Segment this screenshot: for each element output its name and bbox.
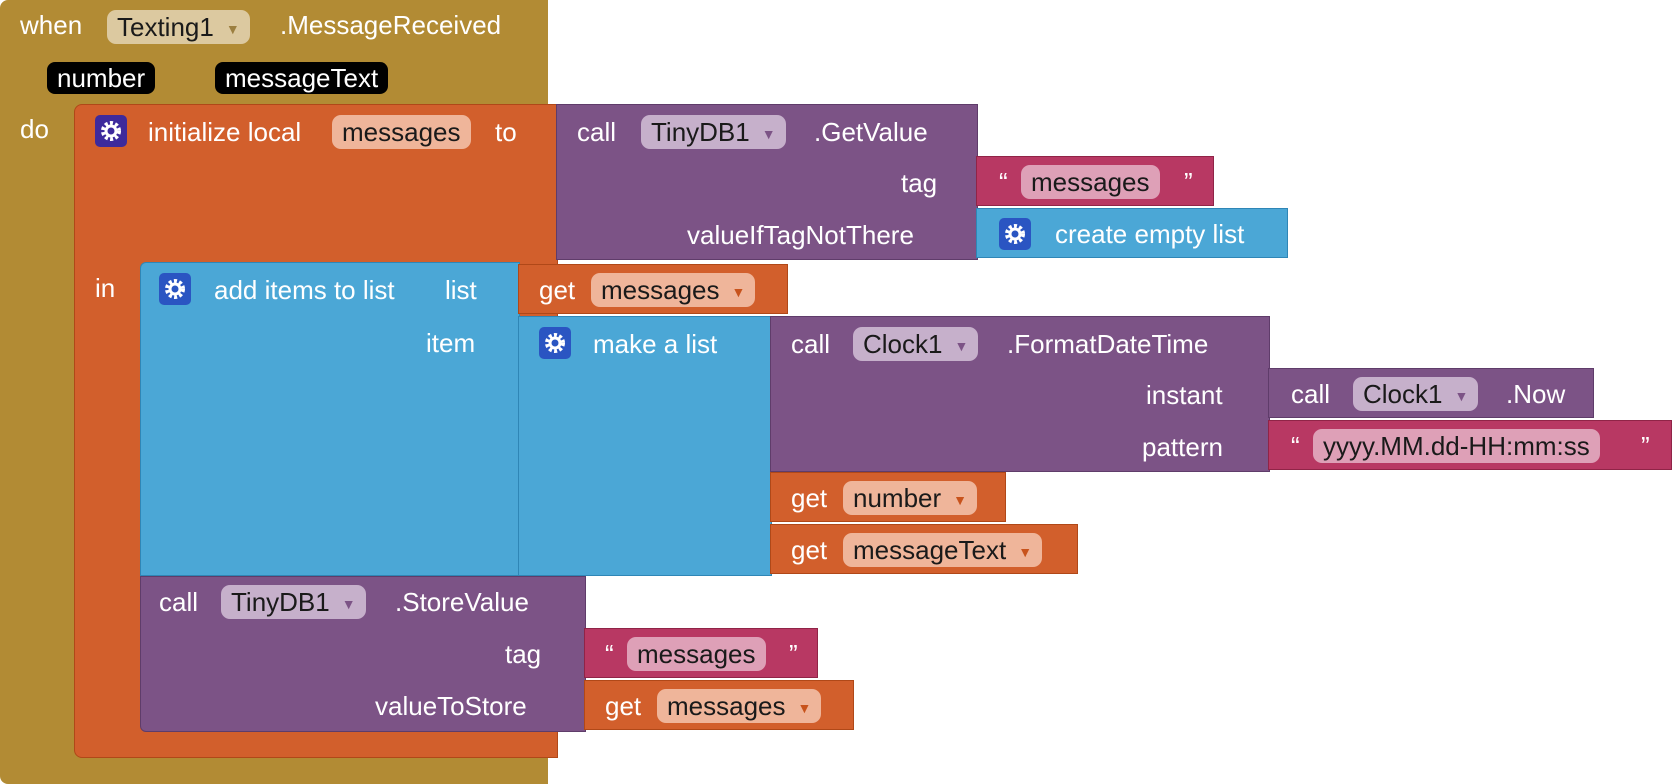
- clock-component-name: Clock1: [863, 329, 943, 359]
- tinydb-component-dropdown[interactable]: TinyDB1 ▼: [641, 115, 786, 149]
- chevron-down-icon: ▼: [1018, 544, 1033, 561]
- variable-dropdown[interactable]: messageText ▼: [843, 533, 1043, 567]
- variable-name: messageText: [853, 535, 1007, 565]
- mutator-gear-icon[interactable]: [159, 273, 191, 305]
- text-block-pattern[interactable]: “ yyyy.MM.dd-HH:mm:ss ”: [1268, 420, 1672, 470]
- open-quote: “: [999, 167, 1008, 197]
- tag-label: tag: [901, 168, 938, 198]
- instant-label: instant: [1146, 380, 1223, 410]
- add-items-label: add items to list: [214, 275, 395, 305]
- clock-component-dropdown[interactable]: Clock1 ▼: [853, 327, 979, 361]
- call-label: call: [791, 329, 831, 359]
- text-block-store-tag-messages[interactable]: “ messages ”: [584, 628, 818, 678]
- variable-name: number: [853, 483, 942, 513]
- getvalue-method-name: .GetValue: [814, 117, 928, 147]
- get-messages-store-block[interactable]: get messages ▼: [584, 680, 854, 730]
- chevron-down-icon: ▼: [761, 126, 776, 143]
- get-label: get: [791, 535, 828, 565]
- mutator-gear-icon[interactable]: [539, 327, 571, 359]
- chevron-down-icon: ▼: [731, 284, 746, 301]
- open-quote: “: [605, 639, 614, 669]
- tinydb-component-name: TinyDB1: [231, 587, 330, 617]
- open-quote: “: [1291, 431, 1300, 461]
- mutator-gear-icon[interactable]: [95, 115, 127, 147]
- tag-label: tag: [505, 639, 542, 669]
- param-number[interactable]: number: [47, 62, 156, 94]
- variable-name: messages: [601, 275, 720, 305]
- get-label: get: [791, 483, 828, 513]
- call-label: call: [577, 117, 617, 147]
- get-messages-block[interactable]: get messages ▼: [518, 264, 788, 314]
- close-quote: ”: [1641, 431, 1650, 461]
- variable-dropdown[interactable]: messages ▼: [657, 689, 822, 723]
- in-label: in: [95, 273, 116, 303]
- get-number-block[interactable]: get number ▼: [770, 472, 1006, 522]
- initialize-local-label: initialize local: [148, 117, 302, 147]
- clock-now-block[interactable]: call Clock1 ▼ .Now: [1268, 368, 1594, 418]
- call-label: call: [159, 587, 199, 617]
- close-quote: ”: [1184, 167, 1193, 197]
- chevron-down-icon: ▼: [1454, 388, 1469, 405]
- when-label: when: [20, 10, 83, 40]
- clock-component-dropdown[interactable]: Clock1 ▼: [1353, 377, 1479, 411]
- chevron-down-icon: ▼: [341, 596, 356, 613]
- local-var-name-field[interactable]: messages: [332, 115, 471, 149]
- add-items-to-list-block[interactable]: add items to list list item: [140, 262, 520, 576]
- clock-format-datetime-block[interactable]: call Clock1 ▼ .FormatDateTime instant pat…: [770, 316, 1270, 472]
- to-label: to: [495, 117, 517, 147]
- mutator-gear-icon[interactable]: [999, 218, 1031, 250]
- chevron-down-icon: ▼: [954, 338, 969, 355]
- texting-component-dropdown[interactable]: Texting1 ▼: [107, 10, 250, 44]
- value-to-store-label: valueToStore: [375, 691, 527, 721]
- text-value-field[interactable]: messages: [1021, 165, 1160, 199]
- value-if-tag-not-there-label: valueIfTagNotThere: [687, 220, 914, 250]
- variable-dropdown[interactable]: number ▼: [843, 481, 978, 515]
- create-empty-list-block[interactable]: create empty list: [976, 208, 1288, 258]
- texting-component-name: Texting1: [117, 12, 214, 42]
- storevalue-method-name: .StoreValue: [395, 587, 529, 617]
- do-label: do: [20, 114, 49, 144]
- list-socket-label: list: [445, 275, 477, 305]
- tinydb-getvalue-block[interactable]: call TinyDB1 ▼ .GetValue tag valueIfTagNo…: [556, 104, 978, 260]
- chevron-down-icon: ▼: [953, 492, 968, 509]
- tinydb-storevalue-block[interactable]: call TinyDB1 ▼ .StoreValue tag valueToSto…: [140, 576, 586, 732]
- make-a-list-label: make a list: [593, 329, 718, 359]
- text-block-tag-messages[interactable]: “ messages ”: [976, 156, 1214, 206]
- variable-dropdown[interactable]: messages ▼: [591, 273, 756, 307]
- event-name: .MessageReceived: [280, 10, 502, 40]
- call-label: call: [1291, 379, 1331, 409]
- get-message-text-block[interactable]: get messageText ▼: [770, 524, 1078, 574]
- now-method-name: .Now: [1506, 379, 1566, 409]
- variable-name: messages: [667, 691, 786, 721]
- make-a-list-block[interactable]: make a list: [518, 316, 772, 576]
- pattern-label: pattern: [1142, 432, 1223, 462]
- close-quote: ”: [789, 639, 798, 669]
- get-label: get: [605, 691, 642, 721]
- chevron-down-icon: ▼: [797, 700, 812, 717]
- format-datetime-method-name: .FormatDateTime: [1007, 329, 1209, 359]
- param-message-text[interactable]: messageText: [215, 62, 389, 94]
- chevron-down-icon: ▼: [225, 21, 240, 38]
- clock-component-name: Clock1: [1363, 379, 1443, 409]
- create-empty-list-label: create empty list: [1055, 219, 1245, 249]
- tinydb-component-name: TinyDB1: [651, 117, 750, 147]
- get-label: get: [539, 275, 576, 305]
- text-value-field[interactable]: yyyy.MM.dd-HH:mm:ss: [1313, 429, 1600, 463]
- text-value-field[interactable]: messages: [627, 637, 766, 671]
- item-socket-label: item: [426, 328, 476, 358]
- tinydb-component-dropdown[interactable]: TinyDB1 ▼: [221, 585, 366, 619]
